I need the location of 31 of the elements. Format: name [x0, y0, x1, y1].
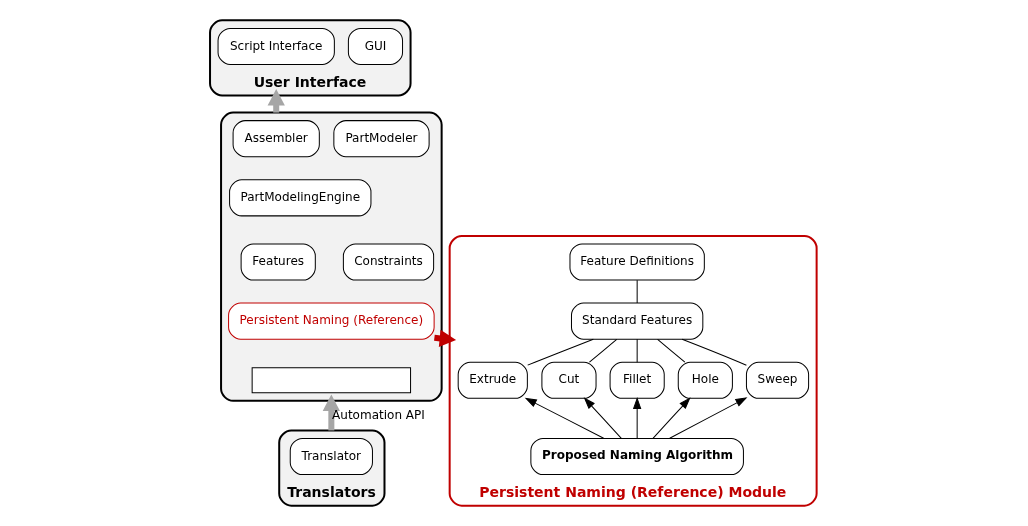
arrow [669, 397, 747, 439]
node-box: Feature Definitions [569, 243, 705, 281]
node-box: Standard Features [571, 302, 704, 340]
connector [527, 338, 594, 366]
node-box: PartModelingEngine [229, 179, 372, 217]
node-box: Extrude [457, 361, 528, 399]
node-box: Translator [289, 437, 373, 476]
connector [636, 279, 638, 304]
arrow [652, 397, 691, 439]
arrow [584, 397, 622, 439]
node-box: GUI [347, 27, 404, 65]
node-box: Sweep [745, 361, 810, 399]
node-box [251, 367, 412, 394]
connector [681, 338, 747, 366]
node-box: Proposed Naming Algorithm [530, 437, 744, 476]
node-box: Constraints [342, 243, 435, 281]
connector [657, 338, 686, 363]
node-box: Persistent Naming (Reference) [228, 302, 435, 340]
connector [588, 338, 618, 363]
node-box: Features [240, 243, 316, 281]
node-box: Fillet [609, 361, 665, 399]
arrow [322, 394, 341, 431]
arrow [633, 397, 642, 439]
arrow [525, 397, 605, 439]
edge-label: Automation API [332, 408, 425, 423]
node-box: Hole [677, 361, 733, 399]
node-box: Assembler [232, 120, 320, 158]
node-box: PartModeler [333, 120, 430, 158]
node-box: Script Interface [217, 27, 335, 65]
connector [636, 338, 638, 363]
node-box: Cut [541, 361, 597, 399]
